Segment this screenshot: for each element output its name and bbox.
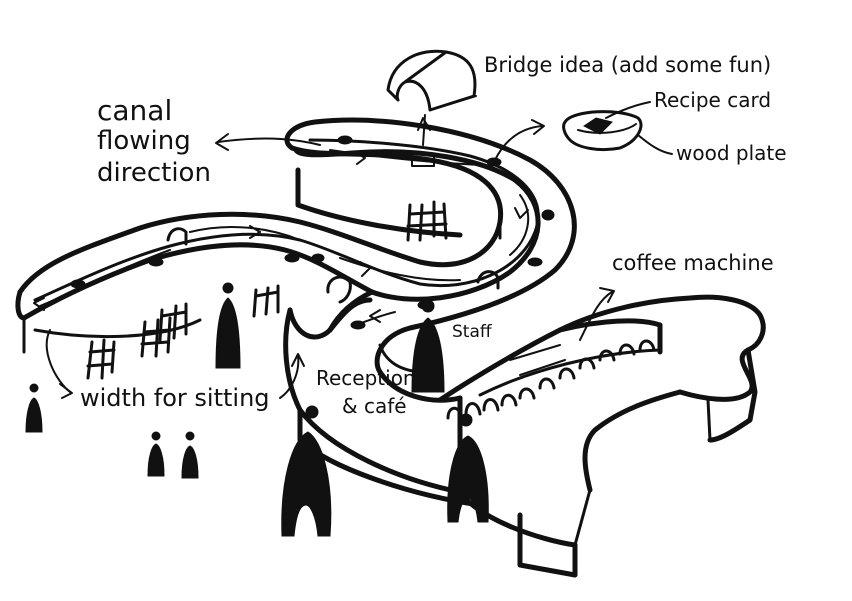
canal-label-line1: canal bbox=[97, 94, 173, 127]
stools bbox=[86, 200, 448, 380]
bridge-idea-label: Bridge idea (add some fun) bbox=[484, 53, 772, 77]
annotation-arrows bbox=[45, 119, 615, 399]
reception-label-line2: & café bbox=[342, 394, 407, 418]
wood-plate-icon bbox=[562, 101, 673, 155]
coffee-machine-label: coffee machine bbox=[612, 251, 774, 275]
canal-label-line2: flowing bbox=[97, 126, 191, 156]
wood-plate-label: wood plate bbox=[676, 141, 787, 165]
canal-label-line3: direction bbox=[97, 158, 211, 188]
recipe-card-label: Recipe card bbox=[654, 88, 772, 112]
reception-label-line1: Reception bbox=[316, 366, 416, 390]
width-for-sitting-label: width for sitting bbox=[80, 384, 270, 412]
canal-bridges bbox=[166, 153, 500, 304]
bridge-idea-icon bbox=[386, 49, 477, 146]
staff-label: Staff bbox=[452, 322, 492, 342]
people bbox=[25, 282, 489, 537]
